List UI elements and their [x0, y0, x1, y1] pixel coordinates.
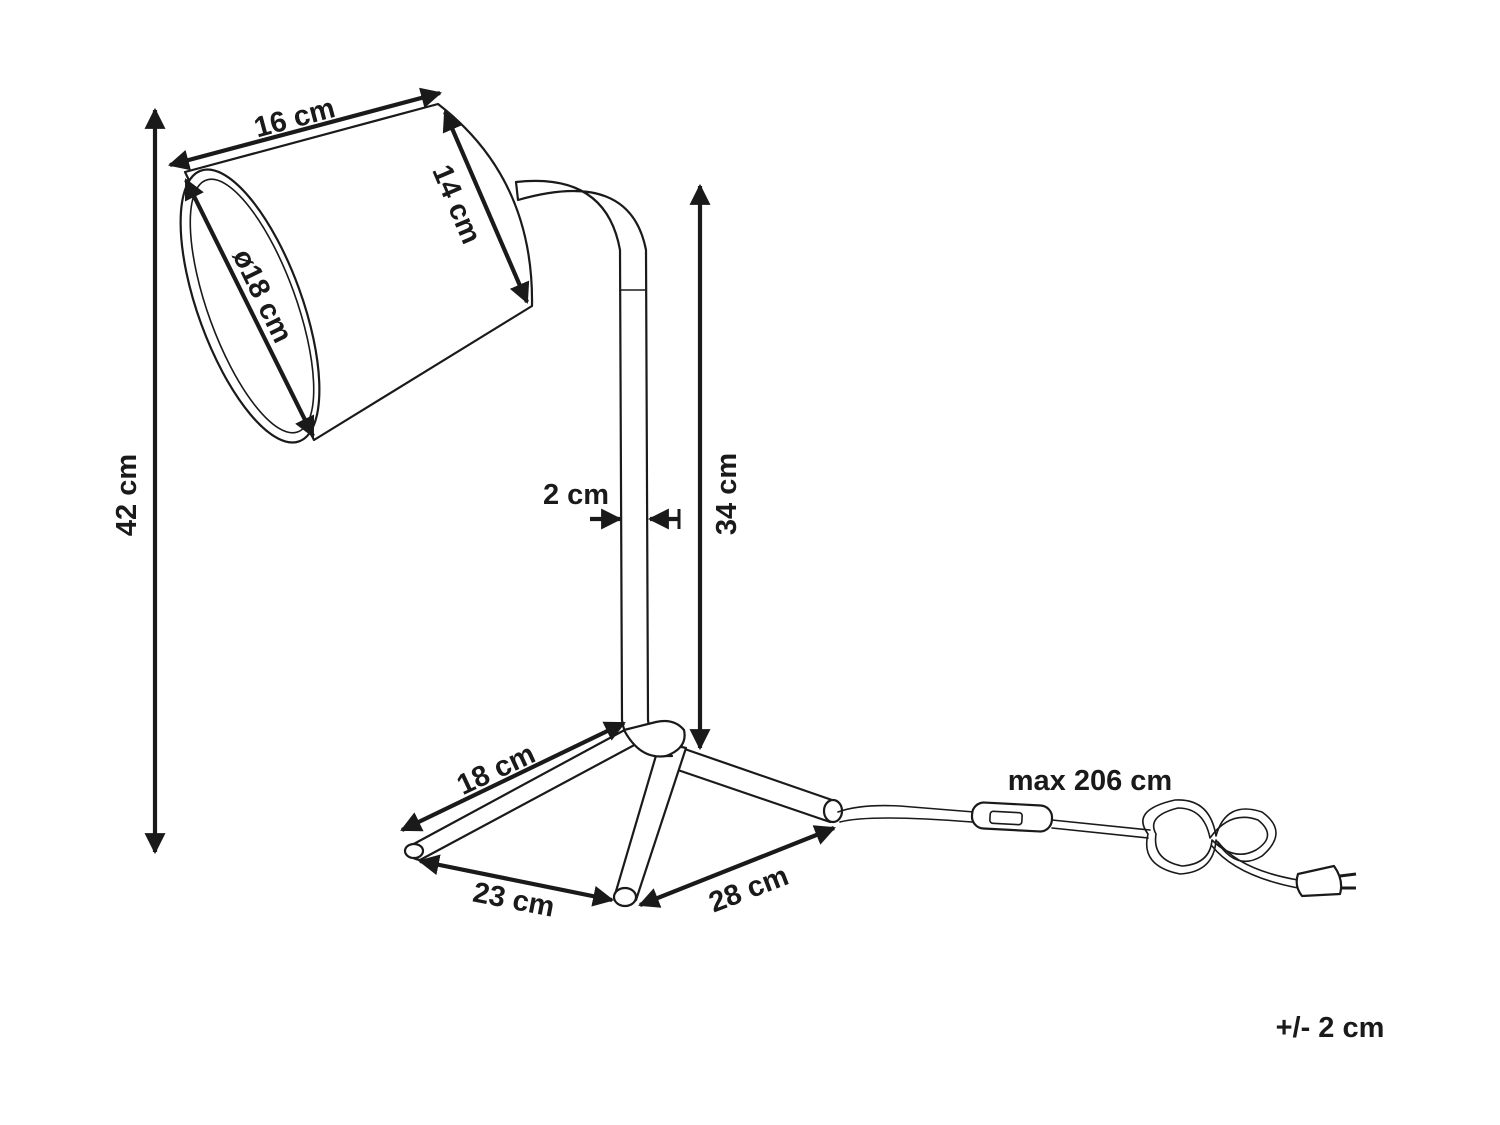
cable-coil	[1142, 799, 1277, 875]
lamp-shade	[179, 102, 534, 444]
base-leg-right	[670, 744, 838, 824]
dim-line-shade-length	[167, 87, 443, 171]
label-leg-front-left: 23 cm	[470, 877, 557, 924]
cable-switch-button	[989, 810, 1023, 826]
base-leg-front-end	[612, 886, 638, 908]
cable-to-plug	[1217, 841, 1299, 881]
base-leg-front	[612, 740, 688, 906]
dim-line-leg-front-right	[638, 825, 836, 908]
lamp-illustration	[179, 102, 1357, 908]
plug-body	[1295, 864, 1343, 898]
cable-to-plug-2	[1211, 845, 1299, 889]
lamp-cable	[837, 799, 1357, 898]
dimension-lines	[144, 87, 836, 908]
stem-knee	[622, 719, 686, 758]
dim-line-leg-back	[400, 721, 626, 832]
label-cable-length: max 206 cm	[1008, 765, 1172, 797]
cable-to-switch-2	[839, 817, 973, 823]
stem-tube	[514, 179, 674, 758]
cable-switch	[970, 801, 1054, 833]
dim-line-shade-diameter	[184, 178, 315, 438]
cable-after-switch	[1051, 819, 1151, 831]
cable-to-switch	[837, 804, 975, 813]
lamp-stem	[514, 179, 686, 758]
base-leg-back-end	[403, 842, 425, 860]
label-stem-height: 34 cm	[711, 453, 743, 535]
plug-pin-top	[1339, 872, 1357, 878]
dim-line-shade-top	[442, 110, 530, 304]
label-total-height: 42 cm	[111, 454, 143, 536]
cable-coil-2	[1152, 807, 1269, 867]
dim-line-leg-front-left	[417, 854, 615, 907]
label-leg-front-right: 28 cm	[705, 860, 793, 919]
label-tolerance: +/- 2 cm	[1276, 1012, 1385, 1044]
label-tube-diameter: 2 cm	[543, 479, 609, 511]
cable-after-switch-2	[1051, 827, 1149, 839]
